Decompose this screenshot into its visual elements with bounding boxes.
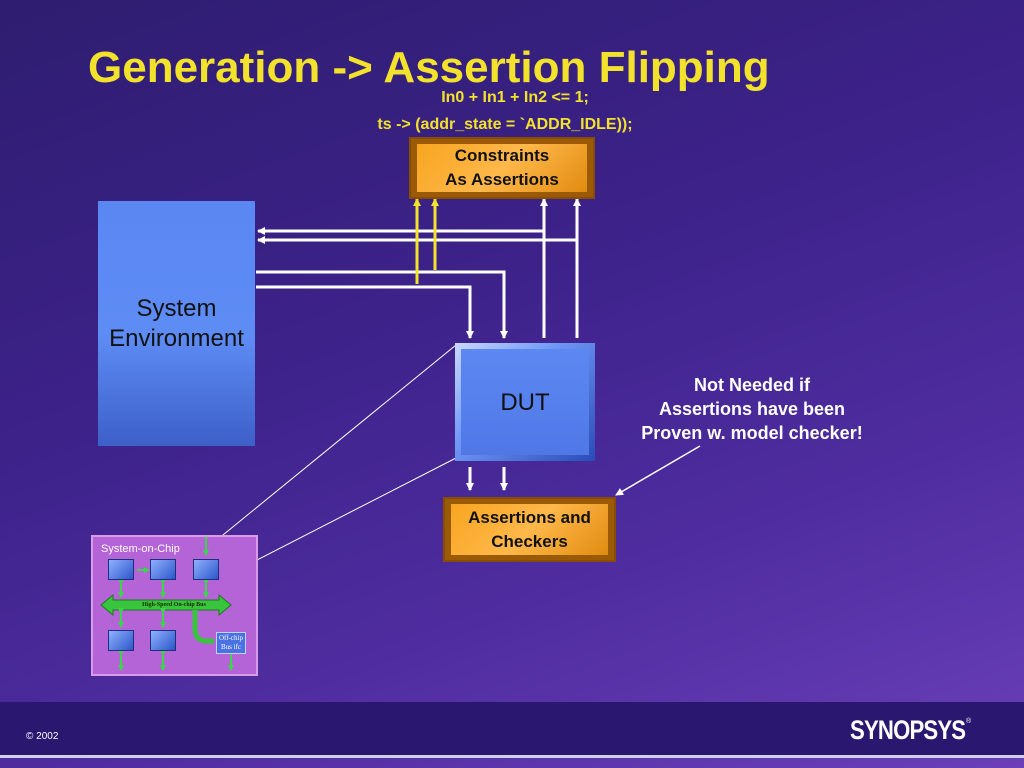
constraints-box-line-2: As Assertions (445, 170, 559, 189)
model-checker-note: Not Needed if Assertions have been Prove… (618, 373, 886, 445)
checkers-box: Assertions and Checkers (443, 497, 616, 562)
note-line-1: Not Needed if (693, 375, 810, 395)
copyright: © 2002 (26, 731, 59, 742)
registered-mark: ® (966, 718, 972, 725)
soc-bus-graphics (100, 537, 234, 671)
dut-box: DUT (461, 349, 589, 455)
offchip-bus-interface: Off-chip Bus ifc (216, 632, 246, 654)
on-chip-bus-arrow (100, 593, 232, 617)
constraints-box-inner: Constraints As Assertions (417, 144, 587, 192)
checkers-box-inner: Assertions and Checkers (451, 504, 608, 555)
footer-divider (0, 755, 1024, 758)
dut-label: DUT (500, 389, 550, 416)
formula-line-2: ts -> (addr_state = `ADDR_IDLE)); (377, 116, 633, 133)
constraints-box-line-1: Constraints (454, 146, 550, 166)
system-on-chip-diagram: System-on-Chip (91, 535, 258, 676)
system-environment-line-1: System (136, 294, 217, 322)
synopsys-logo: SYNOPSYS (850, 715, 966, 745)
constraints-box: Constraints As Assertions (409, 137, 595, 199)
soc-core-block-4 (108, 630, 134, 651)
checkers-box-line-1: Assertions and (468, 507, 591, 527)
arrow-env-to-dut-1 (256, 270, 508, 339)
system-environment-line-2: Environment (109, 324, 244, 352)
note-line-2: Assertions have been (658, 399, 846, 419)
note-line-3: Proven w. model checker! (641, 423, 863, 443)
formula-line-1: In0 + In1 + In2 <= 1; (441, 89, 589, 106)
offchip-line-2: Bus ifc (220, 643, 242, 651)
soc-core-block-1 (108, 559, 134, 580)
soc-title: System-on-Chip (101, 543, 180, 555)
footer-bar (0, 702, 1024, 755)
arrow-note-to-checkers (615, 445, 701, 496)
slide-title: Generation -> Assertion Flipping (88, 43, 770, 92)
on-chip-bus-label: High-Speed On-chip Bus (142, 602, 206, 608)
system-environment-box: System Environment (98, 201, 255, 446)
soc-core-block-3 (193, 559, 219, 580)
offchip-line-1: Off-chip (219, 634, 243, 642)
checkers-box-line-2: Checkers (491, 531, 568, 551)
zoom-line-top (206, 344, 457, 549)
soc-core-block-2 (150, 559, 176, 580)
arrow-dut-to-env-1 (257, 227, 546, 338)
arrow-env-to-dut-2 (256, 285, 474, 339)
soc-core-block-5 (150, 630, 176, 651)
